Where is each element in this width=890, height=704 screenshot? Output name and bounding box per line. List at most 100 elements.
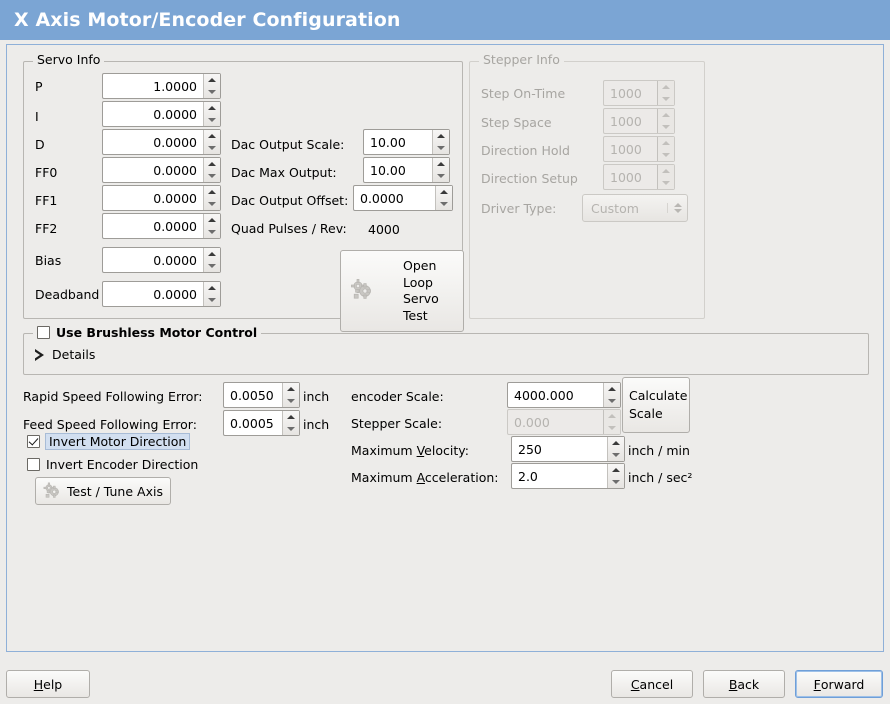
spin-down-icon[interactable] <box>604 395 620 407</box>
spin-encoder-scale[interactable]: 4000.000 <box>507 382 621 408</box>
checkbox-box[interactable] <box>27 435 40 448</box>
spin-maximum-velocity-buttons[interactable] <box>607 437 624 461</box>
spin-up-icon[interactable] <box>283 411 299 423</box>
spin-down-icon[interactable] <box>658 177 674 189</box>
spin-down-icon[interactable] <box>658 121 674 133</box>
spin-dac-max-output[interactable]: 10.00 <box>363 157 450 183</box>
spin-deadband-buttons[interactable] <box>203 282 220 306</box>
spin-ff2[interactable]: 0.0000 <box>102 213 221 239</box>
spin-direction-setup[interactable]: 1000 <box>603 164 675 190</box>
spin-deadband[interactable]: 0.0000 <box>102 281 221 307</box>
spin-up-icon[interactable] <box>204 248 220 260</box>
spin-p[interactable]: 1.0000 <box>102 73 221 99</box>
test-tune-axis-button[interactable]: Test / Tune Axis <box>35 477 171 505</box>
spin-bias[interactable]: 0.0000 <box>102 247 221 273</box>
spin-direction-hold[interactable]: 1000 <box>603 136 675 162</box>
calculate-scale-button[interactable]: Calculate Scale <box>622 377 690 433</box>
spin-step-space[interactable]: 1000 <box>603 108 675 134</box>
spin-rapid-buttons[interactable] <box>282 383 299 407</box>
spin-maximum-acceleration-buttons[interactable] <box>607 464 624 488</box>
spin-up-icon[interactable] <box>658 137 674 149</box>
spin-down-icon[interactable] <box>658 93 674 105</box>
spin-up-icon[interactable] <box>433 158 449 170</box>
spin-p-buttons[interactable] <box>203 74 220 98</box>
spin-down-icon[interactable] <box>658 149 674 161</box>
spin-stepper-scale-buttons[interactable] <box>603 410 620 434</box>
spin-down-icon[interactable] <box>204 226 220 238</box>
spin-down-icon[interactable] <box>204 142 220 154</box>
spin-dac-output-offset[interactable]: 0.0000 <box>353 185 453 211</box>
spin-up-icon[interactable] <box>433 130 449 142</box>
spin-maximum-velocity[interactable]: 250 <box>511 436 625 462</box>
details-disclosure[interactable]: Details <box>34 347 95 362</box>
spin-down-icon[interactable] <box>604 422 620 434</box>
spin-stepper-scale[interactable]: 0.000 <box>507 409 621 435</box>
spin-ff1-buttons[interactable] <box>203 186 220 210</box>
spin-up-icon[interactable] <box>204 102 220 114</box>
spin-dac-output-scale[interactable]: 10.00 <box>363 129 450 155</box>
spin-step-space-buttons[interactable] <box>657 109 674 133</box>
spin-up-icon[interactable] <box>204 186 220 198</box>
spin-ff0[interactable]: 0.0000 <box>102 157 221 183</box>
spin-dac-output-scale-buttons[interactable] <box>432 130 449 154</box>
spin-maximum-acceleration[interactable]: 2.0 <box>511 463 625 489</box>
spin-down-icon[interactable] <box>204 170 220 182</box>
spin-direction-setup-buttons[interactable] <box>657 165 674 189</box>
spin-up-icon[interactable] <box>204 130 220 142</box>
spin-dac-max-output-buttons[interactable] <box>432 158 449 182</box>
spin-dac-output-offset-buttons[interactable] <box>435 186 452 210</box>
checkbox-box[interactable] <box>27 458 40 471</box>
spin-down-icon[interactable] <box>433 142 449 154</box>
spin-down-icon[interactable] <box>433 170 449 182</box>
open-loop-servo-test-button[interactable]: Open Loop Servo Test <box>340 250 464 332</box>
checkbox-box[interactable] <box>37 326 50 339</box>
spin-down-icon[interactable] <box>204 86 220 98</box>
spin-down-icon[interactable] <box>204 114 220 126</box>
spin-down-icon[interactable] <box>436 198 452 210</box>
use-brushless-motor-control-checkbox[interactable]: Use Brushless Motor Control <box>33 325 262 340</box>
spin-ff0-buttons[interactable] <box>203 158 220 182</box>
spin-i[interactable]: 0.0000 <box>102 101 221 127</box>
spin-up-icon[interactable] <box>608 437 624 449</box>
spin-direction-hold-buttons[interactable] <box>657 137 674 161</box>
chevron-updown-icon[interactable] <box>667 203 687 213</box>
spin-ff1[interactable]: 0.0000 <box>102 185 221 211</box>
invert-motor-direction-checkbox[interactable]: Invert Motor Direction <box>27 433 191 450</box>
spin-down-icon[interactable] <box>204 198 220 210</box>
spin-feed-buttons[interactable] <box>282 411 299 435</box>
invert-encoder-direction-checkbox[interactable]: Invert Encoder Direction <box>27 457 198 472</box>
spin-down-icon[interactable] <box>608 449 624 461</box>
spin-up-icon[interactable] <box>604 410 620 422</box>
spin-rapid-following-error[interactable]: 0.0050 <box>223 382 300 408</box>
spin-down-icon[interactable] <box>283 423 299 435</box>
chevron-right-icon[interactable] <box>34 348 44 361</box>
spin-up-icon[interactable] <box>658 81 674 93</box>
driver-type-combobox[interactable]: Custom <box>582 194 688 222</box>
spin-up-icon[interactable] <box>204 214 220 226</box>
spin-d[interactable]: 0.0000 <box>102 129 221 155</box>
spin-d-buttons[interactable] <box>203 130 220 154</box>
spin-down-icon[interactable] <box>204 260 220 272</box>
spin-up-icon[interactable] <box>204 282 220 294</box>
spin-down-icon[interactable] <box>283 395 299 407</box>
spin-encoder-scale-buttons[interactable] <box>603 383 620 407</box>
spin-i-buttons[interactable] <box>203 102 220 126</box>
spin-up-icon[interactable] <box>204 158 220 170</box>
spin-step-on-time[interactable]: 1000 <box>603 80 675 106</box>
spin-down-icon[interactable] <box>204 294 220 306</box>
spin-up-icon[interactable] <box>283 383 299 395</box>
spin-ff2-buttons[interactable] <box>203 214 220 238</box>
spin-up-icon[interactable] <box>204 74 220 86</box>
spin-feed-following-error[interactable]: 0.0005 <box>223 410 300 436</box>
spin-step-on-time-buttons[interactable] <box>657 81 674 105</box>
spin-up-icon[interactable] <box>658 109 674 121</box>
spin-up-icon[interactable] <box>604 383 620 395</box>
spin-up-icon[interactable] <box>608 464 624 476</box>
spin-up-icon[interactable] <box>658 165 674 177</box>
spin-bias-buttons[interactable] <box>203 248 220 272</box>
spin-up-icon[interactable] <box>436 186 452 198</box>
